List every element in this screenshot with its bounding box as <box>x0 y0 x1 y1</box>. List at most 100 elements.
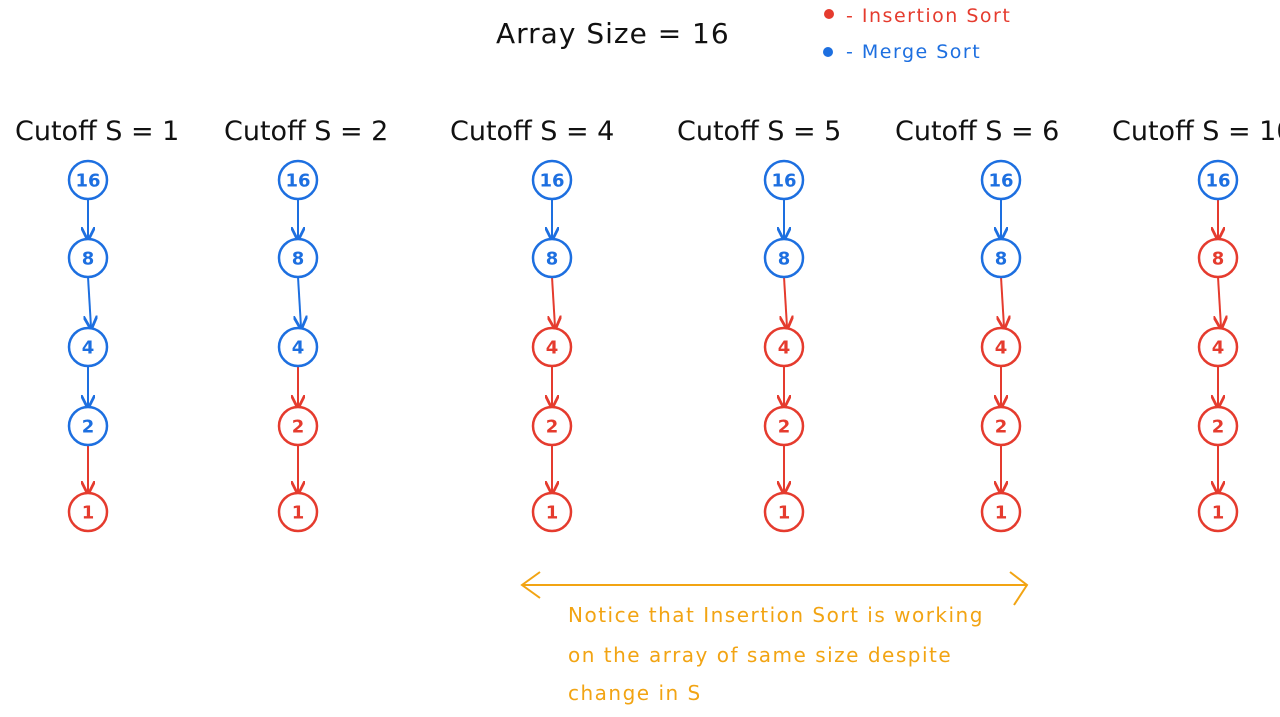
note-line-2: on the array of same size despite <box>568 643 952 667</box>
node-value: 2 <box>292 417 305 438</box>
node-2: 2 <box>531 405 573 447</box>
node-circle <box>763 326 805 368</box>
node-value: 8 <box>82 249 95 270</box>
node-circle <box>531 237 573 279</box>
node-4: 4 <box>67 326 109 368</box>
node-16: 16 <box>277 159 319 201</box>
node-circle <box>1197 491 1239 533</box>
node-circle <box>277 159 319 201</box>
node-4: 4 <box>277 326 319 368</box>
node-2: 2 <box>1197 405 1239 447</box>
node-8: 8 <box>531 237 573 279</box>
node-circle <box>763 159 805 201</box>
edge-arrow-8-to-4 <box>784 276 787 327</box>
node-1: 1 <box>67 491 109 533</box>
node-value: 16 <box>539 171 564 192</box>
column-label-cutoff-5: Cutoff S = 5 <box>677 116 841 147</box>
legend: - Insertion Sort - Merge Sort <box>823 5 1011 63</box>
node-circle <box>1197 237 1239 279</box>
node-16: 16 <box>980 159 1022 201</box>
node-value: 8 <box>292 249 305 270</box>
span-arrow-right-head-icon <box>1009 571 1029 606</box>
node-16: 16 <box>763 159 805 201</box>
node-circle <box>763 237 805 279</box>
edge-arrow-8-to-4 <box>1001 276 1004 327</box>
node-circle <box>277 237 319 279</box>
span-arrow-left-head-icon <box>520 571 541 599</box>
node-2: 2 <box>67 405 109 447</box>
node-8: 8 <box>980 237 1022 279</box>
node-value: 8 <box>778 249 791 270</box>
node-value: 8 <box>995 249 1008 270</box>
span-arrow <box>520 571 1029 606</box>
node-circle <box>763 491 805 533</box>
node-value: 8 <box>546 249 559 270</box>
node-value: 4 <box>1212 338 1225 359</box>
node-value: 1 <box>546 503 559 524</box>
node-8: 8 <box>277 237 319 279</box>
node-value: 8 <box>1212 249 1225 270</box>
node-1: 1 <box>277 491 319 533</box>
node-value: 16 <box>1205 171 1230 192</box>
edge-arrow-8-to-4 <box>1218 276 1221 327</box>
node-value: 1 <box>995 503 1008 524</box>
edge-arrow-8-to-4 <box>552 276 555 327</box>
note-line-3: change in S <box>568 681 702 705</box>
node-value: 1 <box>292 503 305 524</box>
node-circle <box>67 159 109 201</box>
node-circle <box>277 405 319 447</box>
legend-insertion-dot-icon <box>824 9 834 19</box>
node-value: 4 <box>82 338 95 359</box>
node-circle <box>531 405 573 447</box>
node-2: 2 <box>980 405 1022 447</box>
node-value: 16 <box>75 171 100 192</box>
diagram-title: Array Size = 16 <box>496 17 730 50</box>
node-16: 16 <box>67 159 109 201</box>
node-circle <box>980 237 1022 279</box>
legend-merge-label: - Merge Sort <box>846 41 981 63</box>
node-circle <box>531 159 573 201</box>
node-circle <box>980 159 1022 201</box>
node-circle <box>67 237 109 279</box>
node-8: 8 <box>1197 237 1239 279</box>
node-16: 16 <box>1197 159 1239 201</box>
node-8: 8 <box>763 237 805 279</box>
legend-merge-dot-icon <box>823 47 833 57</box>
node-8: 8 <box>67 237 109 279</box>
node-2: 2 <box>277 405 319 447</box>
node-circle <box>1197 159 1239 201</box>
node-circle <box>1197 326 1239 368</box>
node-circle <box>277 491 319 533</box>
node-value: 4 <box>778 338 791 359</box>
node-1: 1 <box>531 491 573 533</box>
column-label-cutoff-1: Cutoff S = 1 <box>15 116 179 147</box>
node-1: 1 <box>1197 491 1239 533</box>
node-value: 16 <box>771 171 796 192</box>
node-4: 4 <box>980 326 1022 368</box>
node-1: 1 <box>980 491 1022 533</box>
node-4: 4 <box>763 326 805 368</box>
legend-insertion-label: - Insertion Sort <box>846 5 1011 27</box>
column-label-cutoff-10: Cutoff S = 10 <box>1112 116 1280 147</box>
note-line-1: Notice that Insertion Sort is working <box>568 603 984 627</box>
node-value: 4 <box>995 338 1008 359</box>
node-circle <box>277 326 319 368</box>
node-circle <box>531 491 573 533</box>
node-value: 2 <box>82 417 95 438</box>
node-value: 2 <box>995 417 1008 438</box>
node-value: 1 <box>1212 503 1225 524</box>
node-circle <box>1197 405 1239 447</box>
node-4: 4 <box>1197 326 1239 368</box>
node-circle <box>67 405 109 447</box>
node-value: 4 <box>546 338 559 359</box>
node-circle <box>531 326 573 368</box>
node-circle <box>763 405 805 447</box>
edge-arrow-8-to-4 <box>298 276 301 327</box>
node-4: 4 <box>531 326 573 368</box>
node-circle <box>67 326 109 368</box>
node-circle <box>980 326 1022 368</box>
node-circle <box>980 491 1022 533</box>
node-16: 16 <box>531 159 573 201</box>
